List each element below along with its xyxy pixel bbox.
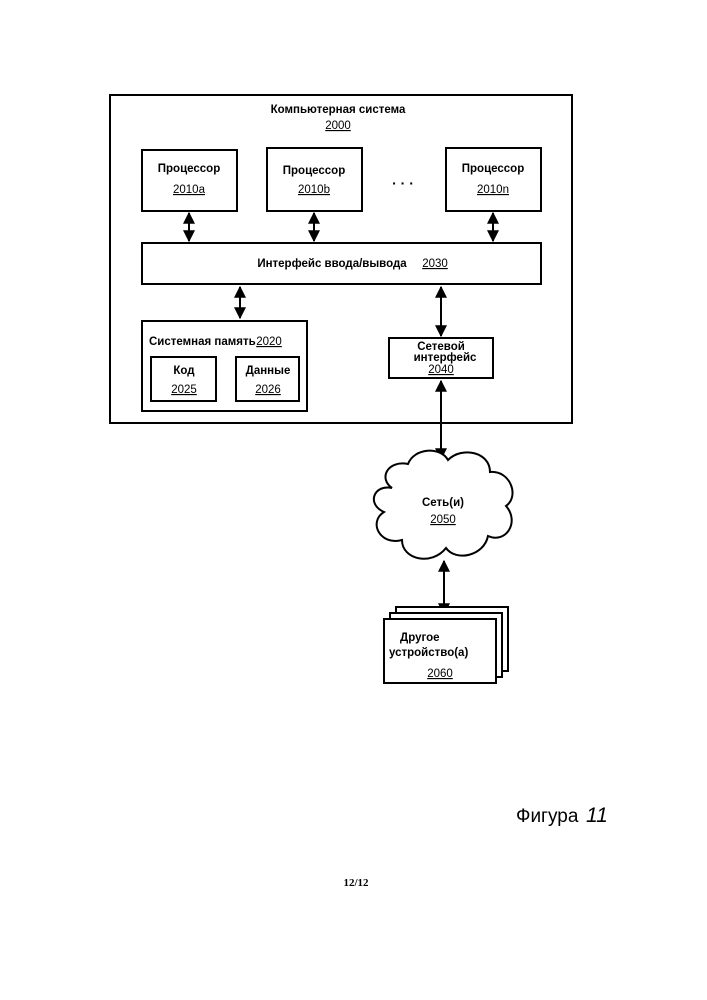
- code-label: Код: [173, 365, 195, 377]
- processor-a-label: Процессор: [158, 163, 220, 175]
- system-memory-label: Системная память: [149, 336, 256, 348]
- computer-system-label: Компьютерная система: [271, 104, 406, 116]
- processor-b-label: Процессор: [283, 165, 345, 177]
- network-interface-label-line2: интерфейс: [414, 352, 477, 364]
- network-interface-ref: 2040: [428, 364, 454, 376]
- figure-label: Фигура: [516, 806, 579, 827]
- processor-a-ref: 2010a: [173, 184, 206, 196]
- processor-n-label: Процессор: [462, 163, 524, 175]
- processor-b-ref: 2010b: [298, 184, 330, 196]
- io-interface-ref: 2030: [422, 258, 448, 270]
- processor-b-box: [267, 148, 362, 211]
- data-ref: 2026: [255, 384, 281, 396]
- system-memory-ref: 2020: [256, 336, 282, 348]
- computer-system-ref: 2000: [325, 120, 351, 132]
- io-interface-label: Интерфейс ввода/вывода: [257, 258, 407, 270]
- figure-number: 11: [586, 804, 608, 827]
- other-devices-label-line2: устройство(а): [389, 647, 468, 659]
- page-number: 12/12: [343, 877, 369, 889]
- processor-ellipsis: · · ·: [392, 175, 414, 191]
- network-ref: 2050: [430, 514, 456, 526]
- other-devices-ref: 2060: [427, 668, 453, 680]
- network-label: Сеть(и): [422, 497, 464, 509]
- other-devices-label-line1: Другое: [400, 632, 440, 644]
- data-label: Данные: [246, 365, 291, 377]
- processor-n-ref: 2010n: [477, 184, 509, 196]
- processor-n-box: [446, 148, 541, 211]
- code-ref: 2025: [171, 384, 197, 396]
- processor-a-box: [142, 150, 237, 211]
